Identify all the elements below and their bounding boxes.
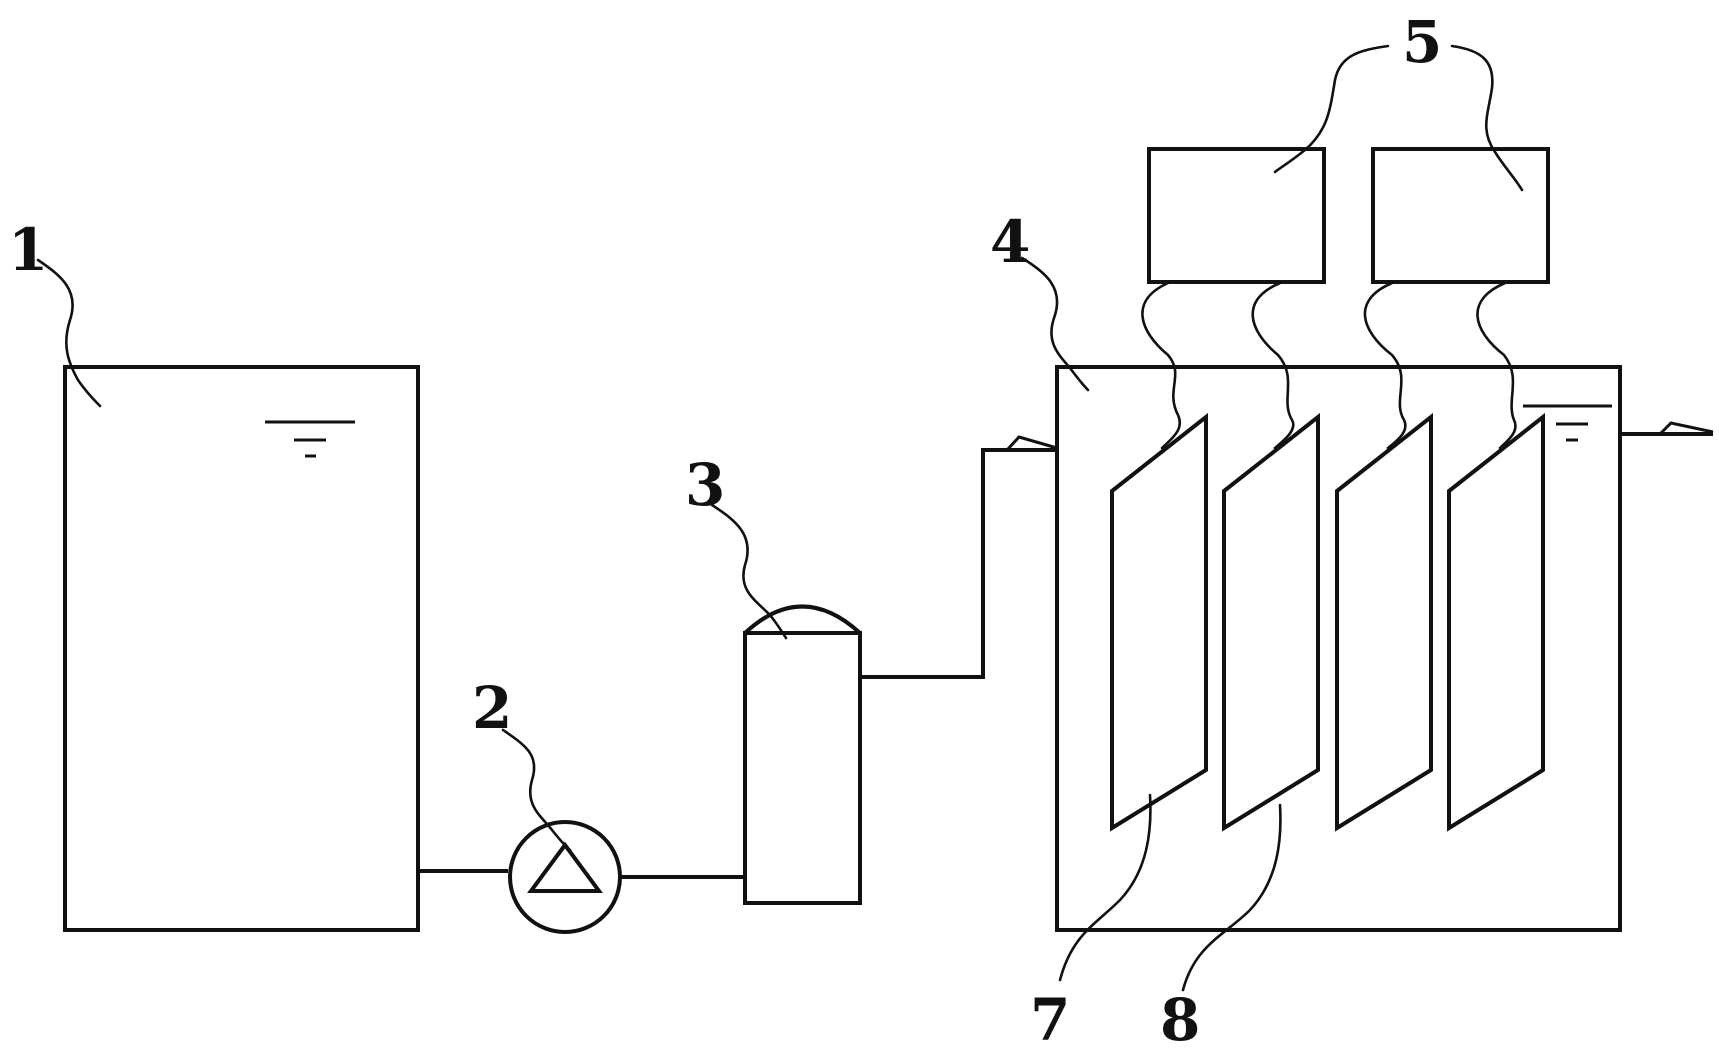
leader-lines bbox=[36, 44, 1524, 992]
electrode-wires bbox=[1141, 281, 1517, 450]
leader-2 bbox=[501, 728, 572, 852]
leader-4 bbox=[1020, 256, 1090, 392]
leader-5b bbox=[1450, 44, 1524, 192]
leader-3 bbox=[710, 503, 788, 640]
tank-1 bbox=[63, 365, 420, 932]
leader-5a bbox=[1273, 44, 1390, 174]
outlet-arrow-icon bbox=[1658, 421, 1714, 436]
label-pump: 2 bbox=[472, 674, 512, 742]
water-level-symbol-tank bbox=[265, 420, 355, 458]
pump-2 bbox=[508, 820, 622, 934]
pipe-filter-to-reactor bbox=[860, 448, 1057, 679]
leader-1 bbox=[36, 258, 102, 408]
label-tank: 1 bbox=[8, 216, 48, 284]
electrode-plate-4 bbox=[1447, 412, 1545, 832]
electrode-plate-3 bbox=[1335, 412, 1433, 832]
water-level-symbol-reactor bbox=[1523, 404, 1612, 442]
label-filter: 3 bbox=[685, 451, 725, 519]
electrode-plates bbox=[1110, 412, 1545, 832]
label-power-supply: 5 bbox=[1402, 8, 1442, 76]
reactor-4 bbox=[1055, 365, 1622, 932]
leader-8 bbox=[1181, 803, 1282, 992]
label-electrode-a: 7 bbox=[1030, 986, 1070, 1052]
power-supply-box-right bbox=[1371, 147, 1550, 284]
electrode-plate-1 bbox=[1110, 412, 1208, 832]
pump-triangle-icon bbox=[527, 841, 603, 893]
label-reactor: 4 bbox=[990, 208, 1030, 276]
inlet-arrow-icon bbox=[1005, 435, 1058, 452]
filter-3 bbox=[743, 604, 862, 905]
power-supply-box-left bbox=[1147, 147, 1326, 284]
label-electrode-b: 8 bbox=[1160, 986, 1200, 1052]
power-supply-5 bbox=[1147, 147, 1550, 284]
electrode-plate-2 bbox=[1222, 412, 1320, 832]
leader-7 bbox=[1058, 793, 1152, 982]
labels: 1 2 3 4 5 7 8 bbox=[8, 8, 1442, 1052]
